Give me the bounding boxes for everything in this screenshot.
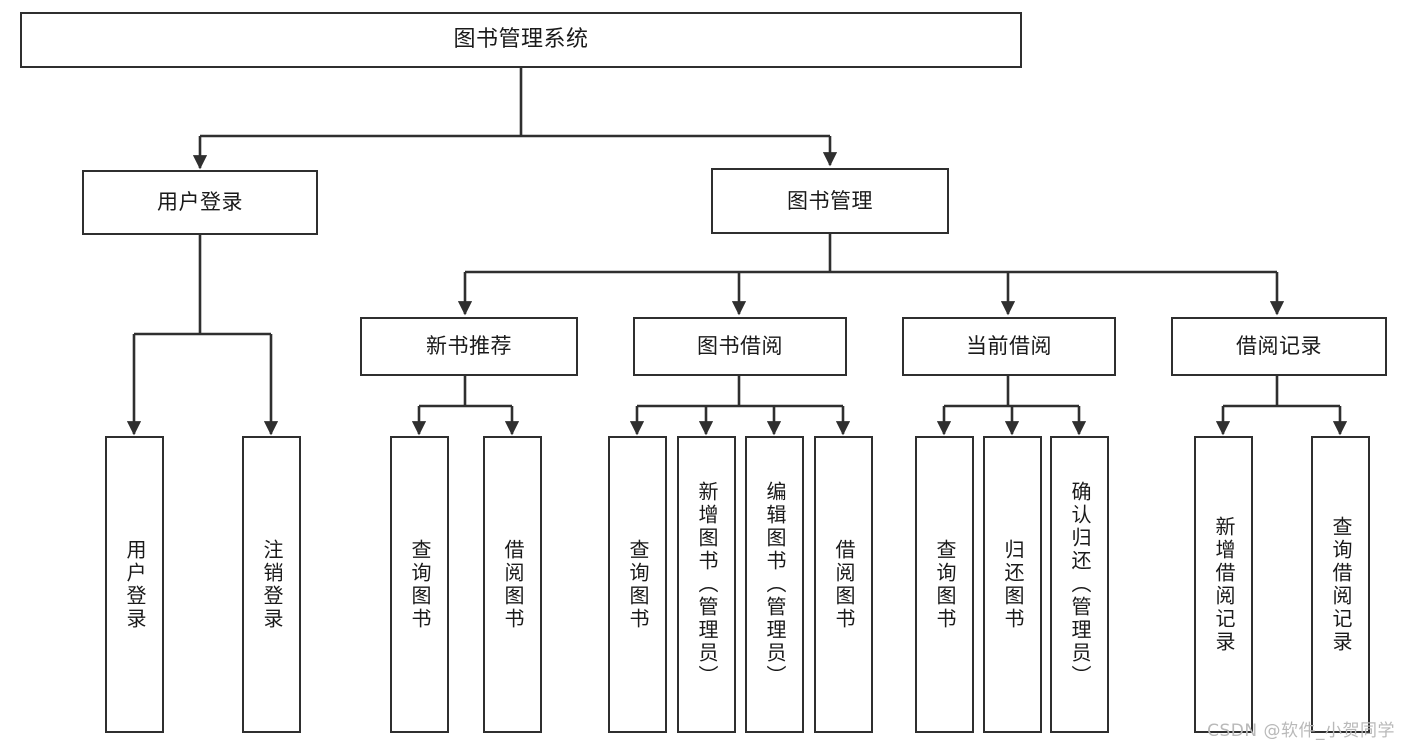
node-leaf-query-borrow-record-label: 查询借阅记录: [1329, 515, 1353, 654]
node-leaf-add-book-admin[interactable]: 新增图书（管理员）: [677, 436, 736, 733]
node-leaf-edit-book-admin-label: 编辑图书（管理员）: [763, 481, 787, 688]
node-leaf-borrow-book[interactable]: 借阅图书: [814, 436, 873, 733]
node-book-borrow[interactable]: 图书借阅: [633, 317, 847, 376]
node-leaf-return-book[interactable]: 归还图书: [983, 436, 1042, 733]
node-new-book-recommend-label: 新书推荐: [426, 334, 512, 359]
node-leaf-newbook-borrow-book-label: 借阅图书: [501, 538, 525, 631]
node-leaf-return-book-label: 归还图书: [1001, 538, 1025, 631]
node-leaf-user-login[interactable]: 用户登录: [105, 436, 164, 733]
node-leaf-add-book-admin-label: 新增图书（管理员）: [695, 481, 719, 688]
node-leaf-confirm-return-admin[interactable]: 确认归还（管理员）: [1050, 436, 1109, 733]
node-user-login-label: 用户登录: [157, 190, 243, 215]
node-leaf-newbook-borrow-book[interactable]: 借阅图书: [483, 436, 542, 733]
node-leaf-user-login-label: 用户登录: [123, 538, 147, 631]
node-root-system[interactable]: 图书管理系统: [20, 12, 1022, 68]
node-book-management[interactable]: 图书管理: [711, 168, 949, 234]
node-book-management-label: 图书管理: [787, 188, 873, 213]
node-leaf-borrow-query-book[interactable]: 查询图书: [608, 436, 667, 733]
node-new-book-recommend[interactable]: 新书推荐: [360, 317, 578, 376]
node-user-login[interactable]: 用户登录: [82, 170, 318, 235]
node-leaf-borrow-book-label: 借阅图书: [832, 538, 856, 631]
node-borrow-record-label: 借阅记录: [1236, 334, 1322, 359]
node-leaf-newbook-query-book[interactable]: 查询图书: [390, 436, 449, 733]
node-leaf-query-borrow-record[interactable]: 查询借阅记录: [1311, 436, 1370, 733]
node-book-borrow-label: 图书借阅: [697, 334, 783, 359]
node-root-label: 图书管理系统: [453, 27, 589, 53]
node-leaf-borrow-query-book-label: 查询图书: [626, 538, 650, 631]
node-leaf-add-borrow-record[interactable]: 新增借阅记录: [1194, 436, 1253, 733]
node-leaf-current-query-book[interactable]: 查询图书: [915, 436, 974, 733]
node-borrow-record[interactable]: 借阅记录: [1171, 317, 1387, 376]
node-leaf-edit-book-admin[interactable]: 编辑图书（管理员）: [745, 436, 804, 733]
node-leaf-add-borrow-record-label: 新增借阅记录: [1212, 515, 1236, 654]
node-leaf-logout[interactable]: 注销登录: [242, 436, 301, 733]
node-leaf-newbook-query-book-label: 查询图书: [408, 538, 432, 631]
node-current-borrow-label: 当前借阅: [966, 334, 1052, 359]
node-leaf-current-query-book-label: 查询图书: [933, 538, 957, 631]
node-current-borrow[interactable]: 当前借阅: [902, 317, 1116, 376]
node-leaf-confirm-return-admin-label: 确认归还（管理员）: [1068, 481, 1092, 688]
node-leaf-logout-label: 注销登录: [260, 538, 284, 631]
